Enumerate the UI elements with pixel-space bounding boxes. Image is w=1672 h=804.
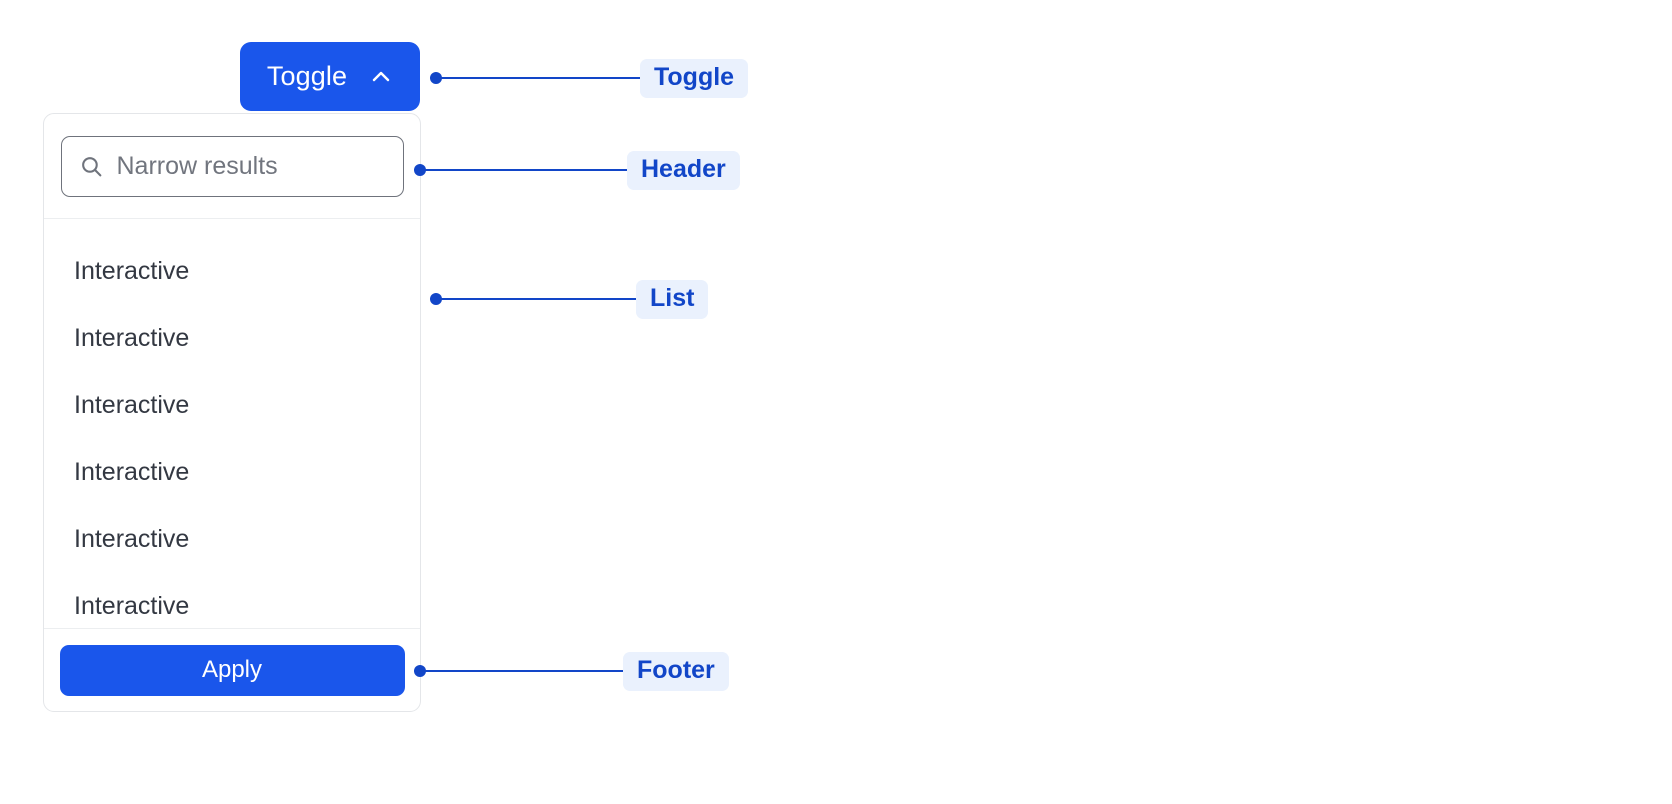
panel-footer: Apply (44, 628, 420, 711)
callout-dot (414, 665, 426, 677)
list-item-label: Interactive (74, 324, 190, 352)
search-input[interactable] (116, 151, 386, 181)
callout-line (425, 669, 624, 673)
list-item[interactable]: Interactive (44, 439, 420, 506)
list-item[interactable]: Interactive (44, 305, 420, 372)
callout-badge-label: Footer (623, 651, 729, 691)
callout-list: List (430, 279, 709, 319)
callout-dot (414, 164, 426, 176)
apply-button[interactable]: Apply (59, 644, 405, 696)
callout-badge-label: Header (627, 150, 740, 190)
callout-badge-label: Toggle (640, 58, 749, 98)
panel-list[interactable]: Interactive Interactive Interactive Inte… (44, 220, 420, 628)
dropdown-panel: Interactive Interactive Interactive Inte… (43, 113, 421, 712)
list-item[interactable]: Interactive (44, 238, 420, 305)
callout-badge-label: List (636, 279, 709, 319)
callout-line (441, 297, 637, 301)
list-item-label: Interactive (74, 525, 190, 553)
list-item[interactable]: Interactive (44, 506, 420, 573)
list-item-label: Interactive (74, 391, 190, 419)
panel-header (44, 114, 420, 219)
search-field[interactable] (60, 135, 404, 197)
list-item-label: Interactive (74, 458, 190, 486)
list-item-label: Interactive (74, 257, 190, 285)
list-item-label: Interactive (74, 592, 190, 620)
callout-dot (430, 72, 442, 84)
callout-toggle: Toggle (430, 58, 749, 98)
list-item[interactable]: Interactive (44, 372, 420, 439)
toggle-button[interactable]: Toggle (240, 42, 420, 111)
list-item[interactable]: Interactive (44, 573, 420, 628)
callout-dot (430, 293, 442, 305)
toggle-button-label: Toggle (266, 61, 348, 91)
callout-header: Header (414, 150, 740, 190)
callout-line (425, 168, 628, 172)
callout-line (441, 76, 641, 80)
search-icon (79, 154, 104, 179)
chevron-up-icon (369, 65, 393, 89)
callout-footer: Footer (414, 651, 729, 691)
